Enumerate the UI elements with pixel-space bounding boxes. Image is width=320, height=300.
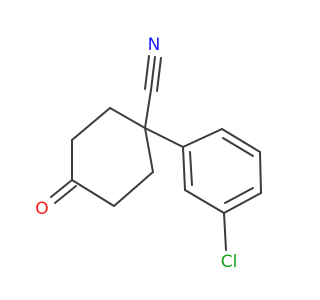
bond-carbonyl-1	[50, 179, 73, 198]
bond-phenyl-inner-3	[189, 151, 193, 186]
oxygen-atom-label: O	[35, 199, 48, 219]
bond-phenyl-inner-1	[222, 137, 254, 157]
bond-nitrile-triple-1	[150, 56, 156, 91]
bond-phenyl-inner-2	[224, 187, 254, 204]
chlorine-atom-label: Cl	[221, 252, 238, 272]
bond-ring-d	[71, 179, 115, 207]
bond-ring-f	[144, 127, 154, 173]
bond-quaternary-to-phenyl	[144, 127, 184, 148]
bond-phenyl-1	[182, 128, 223, 148]
bond-phenyl-6	[182, 146, 186, 191]
bond-phenyl-3	[259, 151, 262, 194]
bond-phenyl-2	[221, 128, 261, 153]
bond-ring-e	[113, 171, 154, 207]
bond-ring-b	[71, 107, 111, 141]
bond-carbon-chlorine	[223, 212, 227, 251]
bond-nitrile-triple-3	[156, 57, 162, 92]
bond-quaternary-to-nitrile-carbon	[144, 89, 152, 129]
bond-nitrile-triple-2	[144, 55, 150, 90]
bond-phenyl-4	[223, 192, 262, 214]
bond-phenyl-5	[184, 189, 225, 214]
nitrogen-atom-label: N	[148, 35, 161, 55]
bond-carbonyl-2	[54, 185, 77, 204]
structure-drawing: N O Cl	[35, 35, 262, 272]
bond-ring-a	[109, 107, 146, 129]
molecule-diagram: N O Cl	[35, 35, 262, 272]
